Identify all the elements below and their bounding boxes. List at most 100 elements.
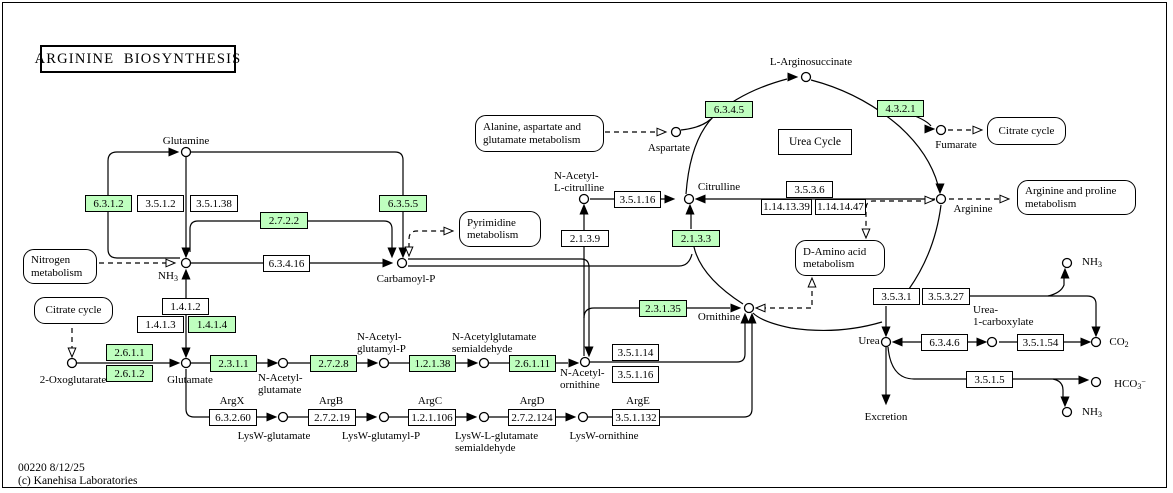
compound-node-2-oxoglutarate[interactable] <box>66 357 78 369</box>
compound-node-n-acetylglutamate-semialdehyde[interactable] <box>478 357 490 369</box>
compound-node-nh3[interactable] <box>180 257 192 269</box>
compound-node-urea-1-carboxylate[interactable] <box>986 336 998 348</box>
compound-node-fumarate[interactable] <box>935 124 947 136</box>
enzyme-box-3.5.1.54[interactable]: 3.5.1.54 <box>1017 334 1064 351</box>
enzyme-box-2.6.1.1[interactable]: 2.6.1.1 <box>106 344 153 361</box>
compound-node-co2[interactable] <box>1090 336 1102 348</box>
arrowhead-38 <box>1060 396 1070 408</box>
compound-node-n-acetyl-l-citrulline[interactable] <box>578 193 590 205</box>
enzyme-box-2.3.1.1[interactable]: 2.3.1.1 <box>210 355 257 372</box>
arrowhead-24 <box>787 72 799 82</box>
enzyme-box-2.6.1.11[interactable]: 2.6.1.11 <box>509 355 556 372</box>
compound-node-nh3-top-right[interactable] <box>1061 257 1073 269</box>
compound-node-lysw-ornithine[interactable] <box>577 411 589 423</box>
label-hco3: HCO3− <box>1114 377 1146 391</box>
arrowhead-29 <box>664 194 676 204</box>
enzyme-box-3.5.1.16[interactable]: 3.5.1.16 <box>612 366 659 383</box>
enzyme-box-6.3.4.6[interactable]: 6.3.4.6 <box>921 334 968 351</box>
enzyme-box-2.7.2.124[interactable]: 2.7.2.124 <box>508 409 556 426</box>
pathway-link-citrate-cycle-right[interactable]: Citrate cycle <box>987 117 1066 145</box>
enzyme-box-1.14.14.47[interactable]: 1.14.14.47 <box>815 199 866 215</box>
label-l-arginosuccinate: L-Arginosuccinate <box>769 56 853 68</box>
enzyme-box-3.5.3.27[interactable]: 3.5.3.27 <box>922 288 970 305</box>
enzyme-box-6.3.1.2[interactable]: 6.3.1.2 <box>85 195 132 212</box>
map-footer: 00220 8/12/25 (c) Kanehisa Laboratories <box>18 462 137 488</box>
reaction-edge-39 <box>887 346 1079 380</box>
compound-node-arginine[interactable] <box>935 193 947 205</box>
label-argd: ArgD <box>519 395 545 407</box>
enzyme-box-1.4.1.3[interactable]: 1.4.1.3 <box>137 316 184 333</box>
label-glutamate: Glutamate <box>167 374 213 386</box>
enzyme-box-1.2.1.38[interactable]: 1.2.1.38 <box>409 355 456 372</box>
enzyme-box-6.3.4.5[interactable]: 6.3.4.5 <box>705 101 753 118</box>
enzyme-box-1.2.1.106[interactable]: 1.2.1.106 <box>408 409 456 426</box>
label-lysw-ornithine: LysW-ornithine <box>569 430 639 442</box>
compound-node-n-acetylglutamate[interactable] <box>277 357 289 369</box>
enzyme-box-2.7.2.2[interactable]: 2.7.2.2 <box>260 212 308 229</box>
reaction-edge-14 <box>185 369 267 418</box>
enzyme-box-1.4.1.4[interactable]: 1.4.1.4 <box>188 316 236 333</box>
pathway-link-citrate-cycle-left[interactable]: Citrate cycle <box>34 297 113 324</box>
reaction-edge-45 <box>408 230 444 248</box>
enzyme-box-3.5.3.1[interactable]: 3.5.3.1 <box>873 288 920 305</box>
enzyme-box-3.5.1.132[interactable]: 3.5.1.132 <box>612 409 660 426</box>
compound-node-nh3-bottom-right[interactable] <box>1061 406 1073 418</box>
enzyme-box-1.4.1.2[interactable]: 1.4.1.2 <box>162 298 209 315</box>
compound-node-urea[interactable] <box>880 336 892 348</box>
enzyme-box-3.5.1.2[interactable]: 3.5.1.2 <box>137 195 184 212</box>
arrowhead-37 <box>1078 375 1090 385</box>
compound-node-n-acetylornithine[interactable] <box>579 356 591 368</box>
enzyme-box-6.3.4.16[interactable]: 6.3.4.16 <box>263 255 310 272</box>
enzyme-box-3.5.3.6[interactable]: 3.5.3.6 <box>786 181 833 198</box>
enzyme-box-6.3.5.5[interactable]: 6.3.5.5 <box>379 195 427 212</box>
compound-node-lysw-glutamyl-p[interactable] <box>378 411 390 423</box>
compound-node-citrulline[interactable] <box>683 193 695 205</box>
enzyme-box-2.1.3.3[interactable]: 2.1.3.3 <box>672 230 720 247</box>
enzyme-box-4.3.2.1[interactable]: 4.3.2.1 <box>877 100 924 117</box>
arrowhead-39 <box>881 394 891 406</box>
reaction-edge-26 <box>810 79 939 186</box>
compound-node-carbamoyl-p[interactable] <box>396 257 408 269</box>
reaction-edge-20 <box>408 258 590 347</box>
enzyme-box-2.3.1.35[interactable]: 2.3.1.35 <box>639 300 687 317</box>
reaction-edge-40 <box>1052 378 1064 398</box>
compound-node-glutamine[interactable] <box>180 146 192 158</box>
label-nh3: NH3 <box>158 270 178 283</box>
enzyme-box-3.5.1.5[interactable]: 3.5.1.5 <box>966 371 1013 388</box>
enzyme-box-2.6.1.2[interactable]: 2.6.1.2 <box>106 365 153 382</box>
compound-node-lysw-l-glutamate-semialdehyde[interactable] <box>478 411 490 423</box>
label-citrulline: Citrulline <box>697 181 741 193</box>
compound-node-ornithine[interactable] <box>743 302 755 314</box>
compound-node-hco3[interactable] <box>1090 376 1102 388</box>
open-arrowhead-10 <box>165 258 177 268</box>
compound-node-aspartate[interactable] <box>670 126 682 138</box>
enzyme-box-3.5.1.14[interactable]: 3.5.1.14 <box>612 344 659 361</box>
compound-node-glutamate[interactable] <box>180 357 192 369</box>
arrowhead-31 <box>881 326 891 338</box>
label-n-acetyl-glutamyl-p: N-Acetyl-glutamyl-P <box>357 331 406 355</box>
enzyme-box-3.5.1.38[interactable]: 3.5.1.38 <box>190 195 238 212</box>
reaction-edge-34 <box>752 312 883 332</box>
arrowhead-16 <box>747 312 757 324</box>
enzyme-box-1.14.13.39[interactable]: 1.14.13.39 <box>761 199 812 215</box>
enzyme-box-2.7.2.8[interactable]: 2.7.2.8 <box>310 355 357 372</box>
label-arge: ArgE <box>626 395 650 407</box>
pathway-link-urea-cycle[interactable]: Urea Cycle <box>778 129 852 155</box>
enzyme-box-6.3.2.60[interactable]: 6.3.2.60 <box>209 409 257 426</box>
arrowhead-18 <box>366 412 378 422</box>
label-carbamoyl-p: Carbamoyl-P <box>376 273 436 285</box>
compound-node-lysw-glutamate[interactable] <box>277 411 289 423</box>
enzyme-box-3.5.1.16[interactable]: 3.5.1.16 <box>614 191 661 208</box>
reaction-edge-36 <box>1047 276 1065 297</box>
label-lysw-glutamate: LysW-glutamate <box>237 430 311 442</box>
compound-node-l-arginosuccinate[interactable] <box>800 71 812 83</box>
enzyme-box-2.1.3.9[interactable]: 2.1.3.9 <box>561 230 609 247</box>
label-n-acetylglutamate: N-Acetyl-glutamate <box>258 372 303 396</box>
compound-node-n-acetyl-glutamyl-p[interactable] <box>378 357 390 369</box>
enzyme-box-2.7.2.19[interactable]: 2.7.2.19 <box>308 409 356 426</box>
